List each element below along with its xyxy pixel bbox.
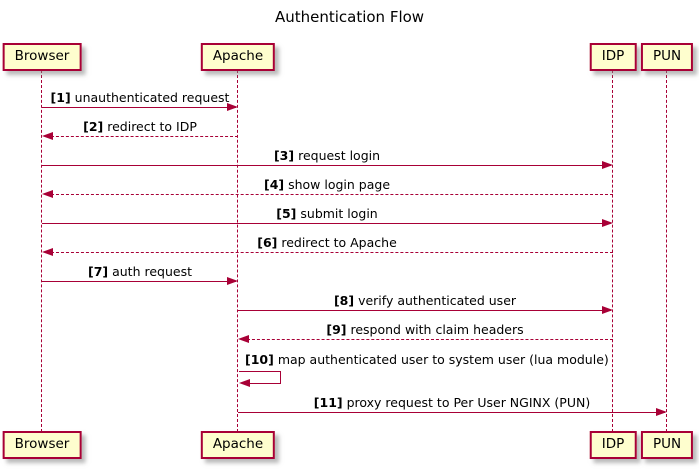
arrowhead-right-icon xyxy=(227,277,238,285)
message-label: [11] proxy request to Per User NGINX (PU… xyxy=(313,395,591,410)
arrowhead-right-icon xyxy=(602,219,613,227)
participant-browser-top: Browser xyxy=(2,43,82,71)
message-line xyxy=(238,310,611,311)
participant-apache-bottom: Apache xyxy=(200,431,276,459)
participant-label: Browser xyxy=(14,48,70,64)
message-label: [7] auth request xyxy=(87,264,193,279)
participant-label: IDP xyxy=(601,436,625,452)
message-label: [1] unauthenticated request xyxy=(50,90,230,105)
message-label: [8] verify authenticated user xyxy=(333,293,517,308)
participant-label: Apache xyxy=(212,48,264,64)
lifeline-apache xyxy=(237,70,238,432)
arrowhead-left-icon xyxy=(238,335,249,343)
lifeline-browser xyxy=(41,70,42,432)
self-loop-top-line xyxy=(239,371,281,372)
message-label: [10] map authenticated user to system us… xyxy=(245,352,609,367)
message-line xyxy=(42,107,236,108)
self-loop-bottom-line xyxy=(249,383,281,384)
message-line xyxy=(242,339,613,340)
self-loop-right-line xyxy=(280,371,281,383)
participant-idp-top: IDP xyxy=(589,43,637,71)
message-label: [5] submit login xyxy=(276,206,378,221)
arrowhead-left-icon xyxy=(42,132,53,140)
participant-pun-top: PUN xyxy=(640,43,694,71)
message-line xyxy=(42,165,611,166)
participant-label: PUN xyxy=(652,48,682,64)
message-line xyxy=(42,223,611,224)
arrowhead-left-icon xyxy=(239,379,250,387)
participant-apache-top: Apache xyxy=(200,43,276,71)
lifeline-idp xyxy=(612,70,613,432)
diagram-title: Authentication Flow xyxy=(274,8,425,26)
participant-label: Browser xyxy=(14,436,70,452)
lifeline-pun xyxy=(666,70,667,432)
arrowhead-right-icon xyxy=(656,408,667,416)
message-label: [4] show login page xyxy=(263,177,391,192)
participant-label: PUN xyxy=(652,436,682,452)
participant-idp-bottom: IDP xyxy=(589,431,637,459)
message-label: [9] respond with claim headers xyxy=(326,322,524,337)
message-line xyxy=(46,194,613,195)
message-label: [3] request login xyxy=(273,148,381,163)
participant-label: IDP xyxy=(601,48,625,64)
arrowhead-left-icon xyxy=(42,248,53,256)
message-line xyxy=(46,136,238,137)
participant-pun-bottom: PUN xyxy=(640,431,694,459)
message-line xyxy=(42,281,236,282)
participant-browser-bottom: Browser xyxy=(2,431,82,459)
message-label: [2] redirect to IDP xyxy=(83,119,197,134)
arrowhead-right-icon xyxy=(602,161,613,169)
arrowhead-right-icon xyxy=(227,103,238,111)
arrowhead-left-icon xyxy=(42,190,53,198)
message-line xyxy=(46,252,613,253)
arrowhead-right-icon xyxy=(602,306,613,314)
participant-label: Apache xyxy=(212,436,264,452)
message-line xyxy=(238,412,665,413)
message-label: [6] redirect to Apache xyxy=(257,235,397,250)
